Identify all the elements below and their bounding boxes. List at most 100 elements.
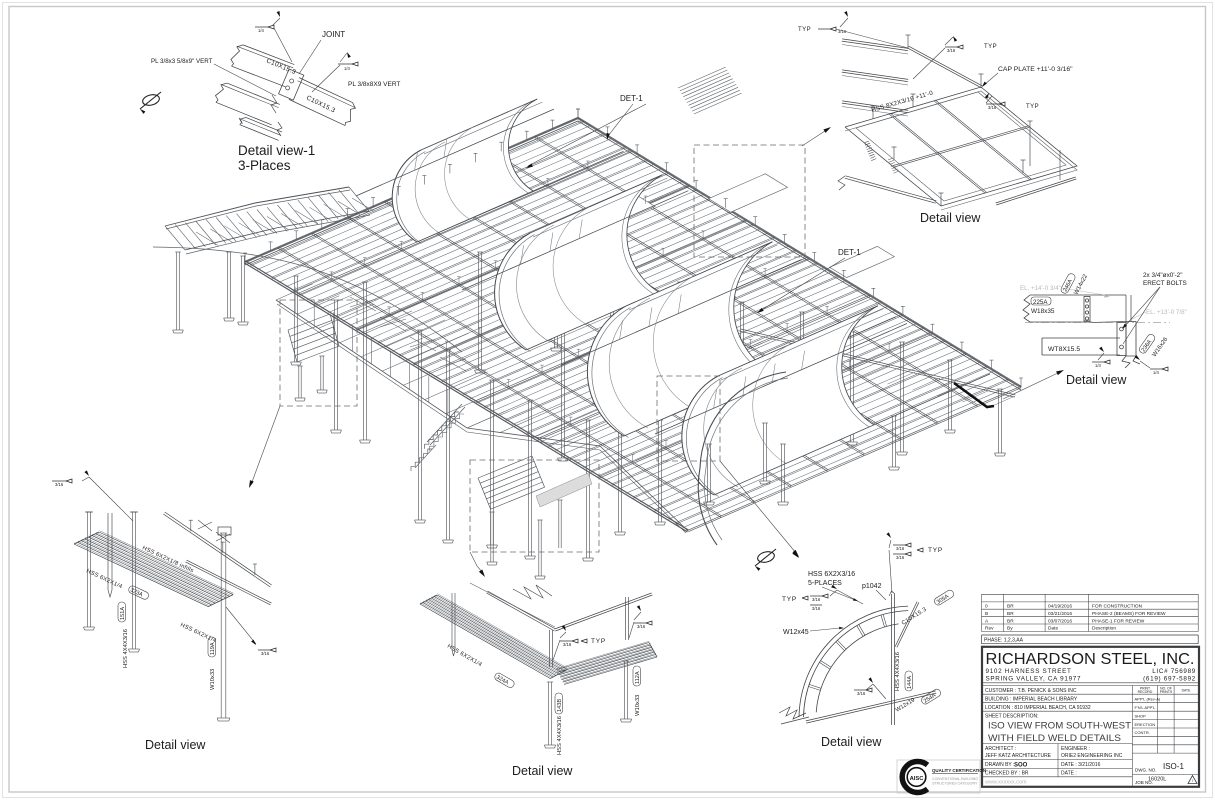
svg-text:1/4: 1/4 bbox=[1095, 363, 1101, 368]
svg-text:TYP: TYP bbox=[782, 596, 797, 603]
svg-text:0: 0 bbox=[985, 604, 988, 610]
svg-text:151A: 151A bbox=[120, 607, 126, 620]
svg-text:BR: BR bbox=[1007, 611, 1014, 617]
svg-text:CHECKED BY : BR: CHECKED BY : BR bbox=[985, 771, 1029, 777]
svg-text:3-Places: 3-Places bbox=[238, 158, 291, 173]
svg-text:PHASE: 1,2,3,AA: PHASE: 1,2,3,AA bbox=[984, 637, 1024, 643]
svg-text:CONVENTIONAL BUILDING: CONVENTIONAL BUILDING bbox=[932, 777, 978, 781]
svg-text:323A: 323A bbox=[129, 587, 144, 598]
svg-text:3/16: 3/16 bbox=[563, 642, 572, 647]
svg-text:03/21/2016: 03/21/2016 bbox=[1048, 611, 1072, 617]
svg-text:!: ! bbox=[1192, 778, 1193, 783]
svg-text:3/16: 3/16 bbox=[838, 29, 847, 34]
svg-text:DATE : 3/21/2016: DATE : 3/21/2016 bbox=[1061, 762, 1101, 768]
svg-text:www.xxxxxx.com: www.xxxxxx.com bbox=[984, 779, 1027, 785]
svg-text:04/19/2016: 04/19/2016 bbox=[1048, 604, 1072, 610]
svg-text:W10x33: W10x33 bbox=[210, 669, 216, 690]
svg-text:TYP: TYP bbox=[984, 44, 997, 50]
svg-text:ORIE2 ENGINEERING INC: ORIE2 ENGINEERING INC bbox=[1061, 753, 1123, 759]
svg-text:TYP: TYP bbox=[1026, 104, 1039, 110]
svg-text:CONTR.: CONTR. bbox=[1135, 730, 1150, 735]
svg-text:PRINT: PRINT bbox=[1140, 687, 1150, 691]
svg-text:3/16: 3/16 bbox=[637, 624, 646, 629]
svg-text:3/16: 3/16 bbox=[261, 651, 270, 656]
svg-text:3/16: 3/16 bbox=[55, 482, 64, 487]
svg-text:TYP: TYP bbox=[591, 638, 606, 645]
svg-text:Detail view: Detail view bbox=[821, 735, 882, 749]
svg-text:PL 3/8x3 5/8x9" VERT: PL 3/8x3 5/8x9" VERT bbox=[151, 58, 213, 65]
svg-text:03/07/2016: 03/07/2016 bbox=[1048, 618, 1072, 624]
svg-text:p1042: p1042 bbox=[862, 583, 882, 590]
svg-text:ISO VIEW FROM SOUTH-WEST: ISO VIEW FROM SOUTH-WEST bbox=[988, 721, 1131, 731]
svg-text:SHOP: SHOP bbox=[1135, 713, 1147, 718]
svg-text:Date: Date bbox=[1048, 626, 1058, 632]
svg-text:16020L: 16020L bbox=[1148, 777, 1166, 783]
svg-text:SPRING VALLEY, CA 91977: SPRING VALLEY, CA 91977 bbox=[986, 676, 1082, 683]
svg-text:DATE :: DATE : bbox=[1061, 771, 1077, 777]
svg-text:BR: BR bbox=[1007, 604, 1014, 610]
svg-text:LOCATION : 810 IMPERIAL BEACH: LOCATION : 810 IMPERIAL BEACH, CA 91932 bbox=[985, 705, 1091, 711]
svg-text:PRINTS: PRINTS bbox=[1160, 690, 1173, 694]
svg-text:APP'L (Rev-A): APP'L (Rev-A) bbox=[1135, 697, 1161, 702]
svg-text:Detail view: Detail view bbox=[920, 211, 981, 225]
svg-text:2x 3/4"øx0'-2": 2x 3/4"øx0'-2" bbox=[1143, 272, 1183, 279]
svg-text:DET-1: DET-1 bbox=[620, 94, 643, 103]
svg-text:DET-1: DET-1 bbox=[838, 248, 861, 257]
svg-text:PHASE-1 FOR REVIEW: PHASE-1 FOR REVIEW bbox=[1092, 618, 1145, 624]
svg-text:F'N'L APP'L: F'N'L APP'L bbox=[1135, 705, 1157, 710]
svg-text:144A: 144A bbox=[907, 676, 913, 689]
svg-text:ISO-1: ISO-1 bbox=[1163, 762, 1184, 771]
svg-text:3/16: 3/16 bbox=[947, 48, 956, 53]
svg-text:CAP PLATE +11'-0 3/16": CAP PLATE +11'-0 3/16" bbox=[998, 66, 1073, 73]
svg-text:FOR CONSTRUCTION: FOR CONSTRUCTION bbox=[1092, 604, 1143, 610]
svg-text:LIC# 756989: LIC# 756989 bbox=[1152, 668, 1196, 675]
svg-text:EL. +14'-0 3/4": EL. +14'-0 3/4" bbox=[1020, 285, 1061, 292]
svg-text:3/16: 3/16 bbox=[812, 597, 821, 602]
svg-text:119A: 119A bbox=[210, 642, 216, 655]
svg-text:QUALITY CERTIFICATION: QUALITY CERTIFICATION bbox=[932, 768, 986, 773]
svg-text:JEFF KATZ ARCHITECTURE: JEFF KATZ ARCHITECTURE bbox=[985, 753, 1052, 759]
svg-text:Description: Description bbox=[1092, 626, 1116, 632]
svg-text:246A: 246A bbox=[1062, 278, 1074, 293]
svg-text:W10x33: W10x33 bbox=[635, 695, 641, 716]
svg-text:ERECT BOLTS: ERECT BOLTS bbox=[1143, 280, 1187, 287]
svg-text:SOO: SOO bbox=[1014, 762, 1028, 768]
svg-text:ENGINEER :: ENGINEER : bbox=[1061, 746, 1090, 752]
svg-text:3/16: 3/16 bbox=[988, 105, 997, 110]
svg-text:ARCHITECT :: ARCHITECT : bbox=[985, 746, 1016, 752]
svg-text:1/4: 1/4 bbox=[344, 66, 350, 71]
svg-text:PHASE-2 (BEAMS) FOR REVIEW: PHASE-2 (BEAMS) FOR REVIEW bbox=[1092, 611, 1166, 617]
svg-text:WITH FIELD WELD DETAILS: WITH FIELD WELD DETAILS bbox=[988, 733, 1121, 743]
svg-text:BUILDING : IMPERIAL BEACH LI: BUILDING : IMPERIAL BEACH LIBRARY bbox=[985, 696, 1078, 702]
svg-text:Rev: Rev bbox=[985, 626, 994, 632]
svg-text:RECORD: RECORD bbox=[1138, 690, 1153, 694]
svg-text:DWG. NO.: DWG. NO. bbox=[1135, 768, 1157, 773]
svg-text:HSS 4X4X3/16: HSS 4X4X3/16 bbox=[557, 716, 563, 755]
svg-text:ERECTION: ERECTION bbox=[1135, 722, 1156, 727]
svg-text:5-PLACES: 5-PLACES bbox=[808, 580, 842, 587]
svg-text:EL. +13'-0 7/8": EL. +13'-0 7/8" bbox=[1146, 309, 1187, 316]
svg-text:Detail view: Detail view bbox=[145, 738, 206, 752]
svg-text:A: A bbox=[985, 618, 989, 624]
svg-text:112A: 112A bbox=[635, 671, 641, 684]
svg-text:3/16: 3/16 bbox=[896, 546, 905, 551]
svg-text:(619) 697-5892: (619) 697-5892 bbox=[1143, 676, 1196, 683]
svg-text:TYP: TYP bbox=[928, 547, 943, 554]
svg-text:SHEET DESCRIPTION:: SHEET DESCRIPTION: bbox=[985, 714, 1039, 720]
svg-text:AISC: AISC bbox=[910, 776, 925, 782]
svg-text:PL 3/8x8X9 VERT: PL 3/8x8X9 VERT bbox=[348, 81, 400, 88]
svg-text:W12x45: W12x45 bbox=[783, 629, 809, 636]
svg-text:B: B bbox=[985, 611, 988, 617]
svg-text:3/16: 3/16 bbox=[896, 555, 905, 560]
svg-text:DATE: DATE bbox=[1182, 689, 1192, 693]
svg-text:9102 HARNESS STREET: 9102 HARNESS STREET bbox=[986, 668, 1072, 675]
svg-text:JOB NO.: JOB NO. bbox=[1135, 780, 1153, 785]
svg-text:324A: 324A bbox=[495, 675, 510, 687]
svg-text:Detail view: Detail view bbox=[512, 764, 573, 778]
svg-text:By: By bbox=[1007, 626, 1013, 632]
svg-text:NO. OF: NO. OF bbox=[1160, 687, 1172, 691]
svg-text:WT8X15.5: WT8X15.5 bbox=[1048, 346, 1080, 353]
svg-text:225A: 225A bbox=[1033, 299, 1048, 306]
svg-text:CUSTOMER : T.B. PENICK & SONS: CUSTOMER : T.B. PENICK & SONS INC bbox=[985, 688, 1077, 694]
svg-text:3/16: 3/16 bbox=[812, 606, 821, 611]
